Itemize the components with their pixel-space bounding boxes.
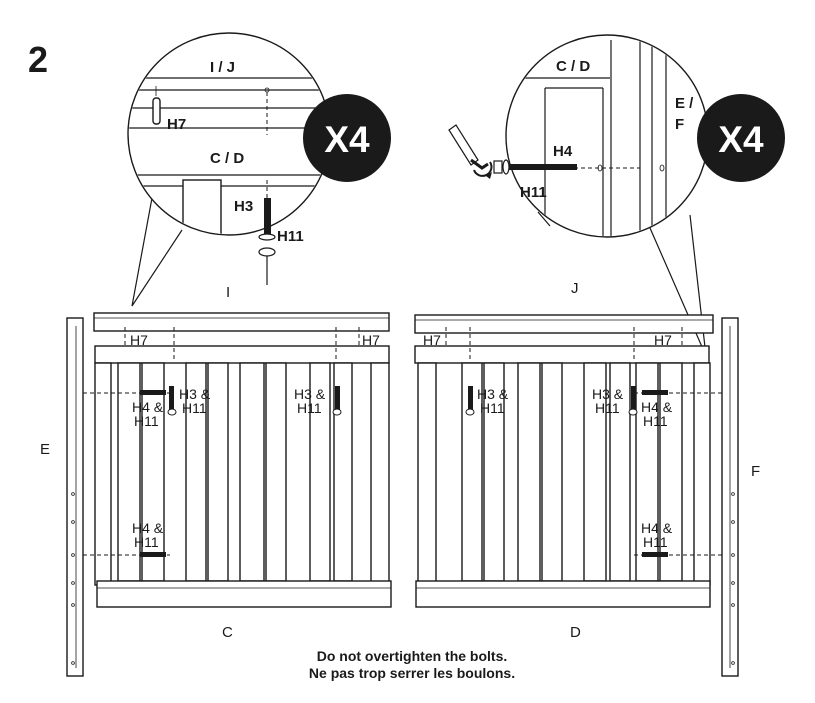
left-h3-top-1: H3 & (179, 386, 211, 402)
right-h4-top-1: H4 & (641, 399, 673, 415)
part-label-f: F (751, 463, 760, 480)
detail-callout-right: C / D E / F H4 H11 X4 (448, 34, 785, 357)
left-h3-bot-1: H11 (182, 400, 207, 416)
part-label-i: I (226, 284, 230, 301)
left-dowel-label-2: H7 (362, 332, 380, 348)
detail-right-washer-label: H11 (520, 184, 547, 201)
left-h4-top-2: H4 & (132, 520, 164, 536)
detail-left-bolt-label: H3 (234, 198, 253, 215)
top-rail-i (93, 312, 390, 332)
detail-right-side-label-1: E / (675, 95, 694, 112)
multiplier-right: X4 (718, 119, 764, 160)
bolt-h3-icon (258, 198, 276, 285)
left-frame-assembly (66, 312, 392, 677)
left-h3-top-2: H3 & (294, 386, 326, 402)
right-frame-assembly (414, 314, 739, 677)
right-h3-top-1: H3 & (477, 386, 509, 402)
note-french: Ne pas trop serrer les boulons. (309, 665, 515, 681)
detail-right-top-label: C / D (556, 58, 590, 75)
right-h4-top-2: H4 & (641, 520, 673, 536)
left-h4-bot-2: H11 (134, 534, 159, 550)
bottom-rail-c (96, 580, 392, 608)
detail-left-dowel-label: H7 (167, 116, 186, 133)
detail-right-side-label-2: F (675, 116, 684, 133)
right-dowel-label-2: H7 (654, 332, 672, 348)
note-english: Do not overtighten the bolts. (317, 648, 508, 664)
left-h4-bot-1: H11 (134, 413, 159, 429)
top-rail-j (414, 314, 714, 334)
dowel-h7-icon (152, 97, 161, 125)
right-h3-bot-1: H11 (480, 400, 505, 416)
right-dowel-label-1: H7 (423, 332, 441, 348)
part-label-c: C (222, 624, 233, 641)
right-h4-bot-2: H11 (643, 534, 668, 550)
detail-right-bolt-label: H4 (553, 143, 573, 160)
part-label-j: J (571, 280, 579, 297)
detail-left-washer-label: H11 (277, 228, 304, 245)
allen-key-icon (448, 124, 493, 179)
right-h4-bot-1: H11 (643, 413, 668, 429)
multiplier-left: X4 (324, 119, 370, 160)
left-h3-bot-2: H11 (297, 400, 322, 416)
left-dowel-label-1: H7 (130, 332, 148, 348)
multiplier-badge-left (303, 94, 391, 182)
multiplier-badge-right (697, 94, 785, 182)
step-number: 2 (28, 39, 48, 80)
side-post-e (66, 317, 84, 677)
detail-left-top-label: I / J (210, 59, 235, 76)
detail-left-mid-label: C / D (210, 150, 244, 167)
bolt-h4-icon (493, 159, 577, 175)
right-h3-top-2: H3 & (592, 386, 624, 402)
left-h4-top-1: H4 & (132, 399, 164, 415)
part-label-d: D (570, 624, 581, 641)
part-label-e: E (40, 441, 50, 458)
bottom-rail-d (415, 580, 711, 608)
right-h3-bot-2: H11 (595, 400, 620, 416)
detail-callout-left: I / J C / D H7 H3 H11 X4 (127, 32, 391, 307)
